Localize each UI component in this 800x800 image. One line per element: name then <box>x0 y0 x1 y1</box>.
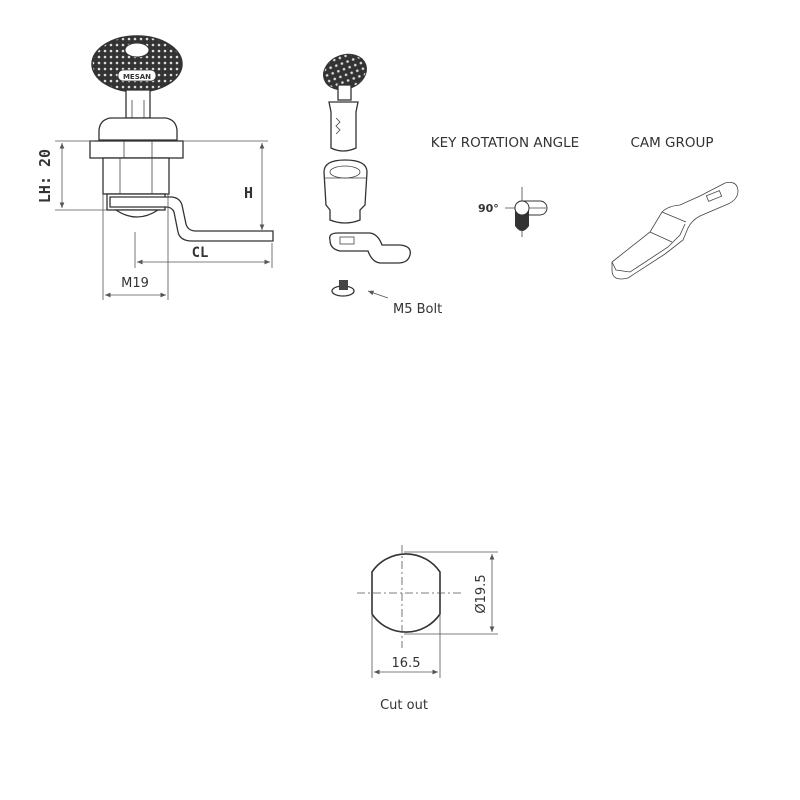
dimension-thread: M19 <box>121 276 149 291</box>
exploded-view: M5 Bolt <box>323 53 442 317</box>
cam-group-title: CAM GROUP <box>630 135 713 151</box>
dimension-cl: CL <box>192 245 209 261</box>
bolt-part <box>331 280 355 297</box>
cam-part <box>329 232 411 264</box>
key-rotation-title: KEY ROTATION ANGLE <box>431 135 579 151</box>
cam-illustration <box>611 182 739 280</box>
dimension-h: H <box>244 184 253 202</box>
key-brand: MESAN <box>123 73 151 81</box>
housing-part <box>323 159 368 224</box>
cutout-width: 16.5 <box>392 656 421 671</box>
rotation-angle: 90° <box>478 202 499 215</box>
dimension-lh: LH: 20 <box>36 149 54 203</box>
cam-group-section: CAM GROUP <box>611 135 739 280</box>
cutout-label: Cut out <box>380 698 428 713</box>
cutout-diameter: Ø19.5 <box>474 574 489 613</box>
cutout-drawing: Ø19.5 16.5 Cut out <box>357 545 498 713</box>
cylinder-part <box>328 101 359 152</box>
lock-side-view: MESAN LH: 20 H CL M19 <box>36 35 274 300</box>
key-rotation-section: KEY ROTATION ANGLE 90° <box>431 135 579 237</box>
rotation-angle-icon <box>505 187 548 237</box>
bolt-label: M5 Bolt <box>393 302 442 317</box>
